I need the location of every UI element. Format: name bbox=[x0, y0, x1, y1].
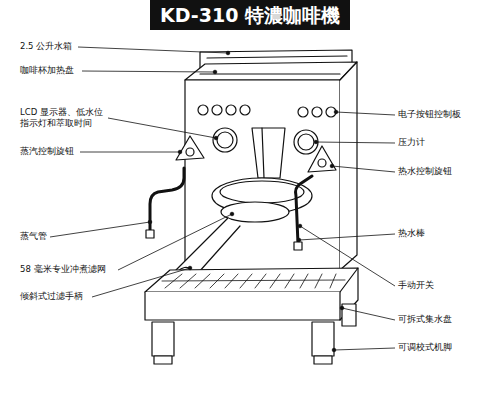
part-label: 手动开关 bbox=[398, 280, 458, 291]
leader-line bbox=[332, 166, 395, 172]
leader-dot bbox=[314, 140, 318, 144]
lcd-display bbox=[217, 132, 233, 148]
leader-dot bbox=[214, 136, 218, 140]
leader-dot bbox=[340, 306, 344, 310]
part-label: 58 毫米专业冲煮滤网 bbox=[20, 264, 120, 275]
hot-water-knob bbox=[318, 159, 326, 167]
leader-dot bbox=[332, 348, 336, 352]
leader-line bbox=[108, 118, 216, 138]
leader-line bbox=[300, 226, 395, 286]
top-face bbox=[185, 62, 357, 80]
steam-knob bbox=[186, 148, 194, 156]
leader-dot bbox=[297, 238, 301, 242]
brew-group bbox=[220, 181, 304, 203]
lcd-display bbox=[213, 128, 237, 152]
rail bbox=[207, 56, 347, 58]
hot-water-wand bbox=[296, 176, 313, 244]
part-label: 热水控制旋钮 bbox=[398, 166, 478, 177]
leader-dot bbox=[148, 220, 152, 224]
part-label: 压力计 bbox=[398, 137, 458, 148]
filter-basket bbox=[221, 202, 289, 222]
leader-line bbox=[82, 71, 215, 72]
pressure-gauge bbox=[294, 130, 318, 154]
leader-line bbox=[336, 112, 395, 115]
leader-dot bbox=[298, 224, 302, 228]
pressure-gauge bbox=[298, 134, 314, 150]
part-label: 咖啡杯加热盘 bbox=[20, 65, 84, 76]
part-label: 蒸气管 bbox=[20, 231, 52, 242]
leader-line bbox=[80, 152, 180, 153]
button bbox=[226, 105, 236, 115]
leader-dot bbox=[330, 164, 334, 168]
part-label: 热水棒 bbox=[398, 228, 458, 239]
foot bbox=[154, 356, 172, 364]
leader-dot bbox=[230, 212, 234, 216]
foot bbox=[342, 304, 356, 326]
button bbox=[240, 105, 250, 115]
leader-dot bbox=[188, 266, 192, 270]
foot bbox=[312, 322, 334, 356]
leader-line bbox=[92, 268, 190, 297]
steam-wand bbox=[150, 168, 184, 232]
steam-wand bbox=[146, 230, 154, 238]
foot bbox=[314, 356, 332, 364]
side-face bbox=[340, 62, 357, 270]
leader-dot bbox=[213, 70, 217, 74]
group-head bbox=[252, 128, 285, 178]
leader-dot bbox=[226, 51, 230, 55]
leader-line bbox=[50, 222, 150, 237]
part-label: 电子按钮控制板 bbox=[398, 109, 488, 120]
leader-dot bbox=[334, 110, 338, 114]
drip-grid bbox=[162, 280, 345, 281]
hot-water-knob bbox=[308, 146, 336, 172]
button bbox=[212, 105, 222, 115]
leader-dot bbox=[178, 150, 182, 154]
part-label: 可拆式集水盘 bbox=[398, 314, 478, 325]
button bbox=[298, 107, 308, 117]
leader-line bbox=[316, 142, 395, 143]
steam-knob bbox=[176, 136, 204, 160]
part-label: LCD 显示器、低水位 指示灯和萃取时间 bbox=[20, 107, 110, 129]
group-head bbox=[262, 128, 264, 178]
foot bbox=[152, 322, 174, 356]
part-label: 蒸汽控制旋钮 bbox=[20, 146, 82, 157]
leader-line bbox=[78, 47, 228, 53]
title-text: KD-310 特濃咖啡機 bbox=[150, 0, 350, 30]
leader-line bbox=[342, 308, 395, 320]
hot-water-wand bbox=[294, 242, 302, 250]
button bbox=[198, 105, 208, 115]
part-label: 倾斜式过滤手柄 bbox=[20, 291, 94, 302]
leader-line bbox=[118, 214, 232, 270]
leader-line bbox=[334, 348, 395, 350]
part-label: 2.5 公升水箱 bbox=[20, 41, 80, 52]
drip-tray bbox=[145, 292, 340, 320]
part-label: 可调校式机脚 bbox=[398, 342, 478, 353]
warming-plate bbox=[200, 73, 340, 74]
button bbox=[312, 107, 322, 117]
